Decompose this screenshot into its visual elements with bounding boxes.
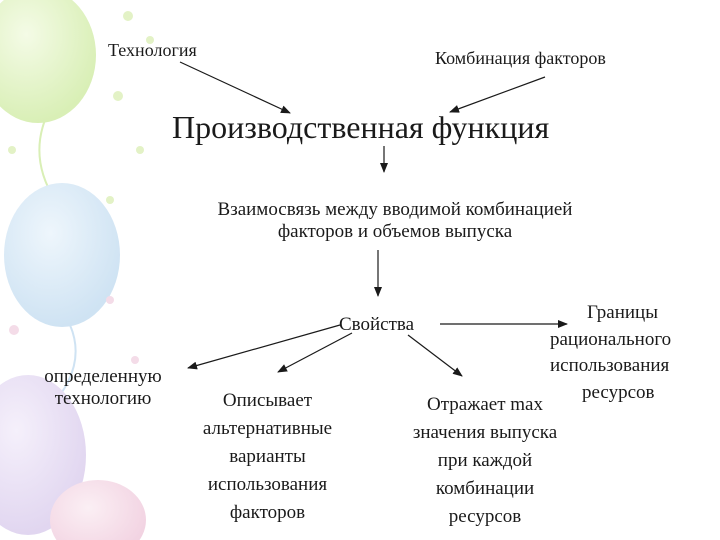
- boundaries-line-3: использования: [550, 355, 670, 377]
- boundaries-box: Границы рационального использования ресу…: [550, 300, 710, 406]
- describes-line-1: Описывает: [222, 390, 313, 411]
- production-function-title: Производственная функция: [172, 109, 550, 145]
- technology-label: Технология: [108, 40, 197, 60]
- relationship-line-1: Взаимосвязь между вводимой комбинацией: [217, 199, 573, 220]
- boundaries-line-1: Границы: [587, 302, 658, 323]
- green-balloon-top: [0, 0, 96, 123]
- reflects-box: Отражает max значения выпуска при каждой…: [390, 391, 580, 532]
- pink-balloon: [50, 480, 146, 540]
- describes-line-5: факторов: [229, 502, 306, 524]
- reflects-line-2: значения выпуска: [412, 422, 558, 444]
- boundaries-line-4: ресурсов: [582, 381, 655, 403]
- reflects-line-4: комбинации: [435, 478, 535, 500]
- factor-combination-label: Комбинация факторов: [435, 48, 606, 68]
- boundaries-line-2: рационального: [550, 328, 672, 350]
- relationship-line-2: факторов и объемов выпуска: [277, 220, 513, 242]
- reflects-line-5: ресурсов: [448, 506, 522, 528]
- describes-box: Описывает альтернативные варианты исполь…: [180, 387, 355, 528]
- describes-line-2: альтернативные: [202, 418, 333, 440]
- properties-label: Свойства: [339, 314, 415, 335]
- describes-line-3: варианты: [229, 446, 306, 468]
- relationship-box: Взаимосвязь между вводимой комбинацией ф…: [160, 199, 630, 243]
- reflects-line-1: Отражает max: [427, 394, 543, 415]
- describes-line-4: использования: [207, 474, 328, 496]
- blue-balloon: [4, 183, 120, 327]
- defined-technology-line-2: технологию: [54, 387, 152, 409]
- reflects-line-3: при каждой: [437, 450, 533, 472]
- defined-technology-box: определенную технологию: [28, 366, 178, 410]
- defined-technology-line-1: определенную: [44, 366, 162, 387]
